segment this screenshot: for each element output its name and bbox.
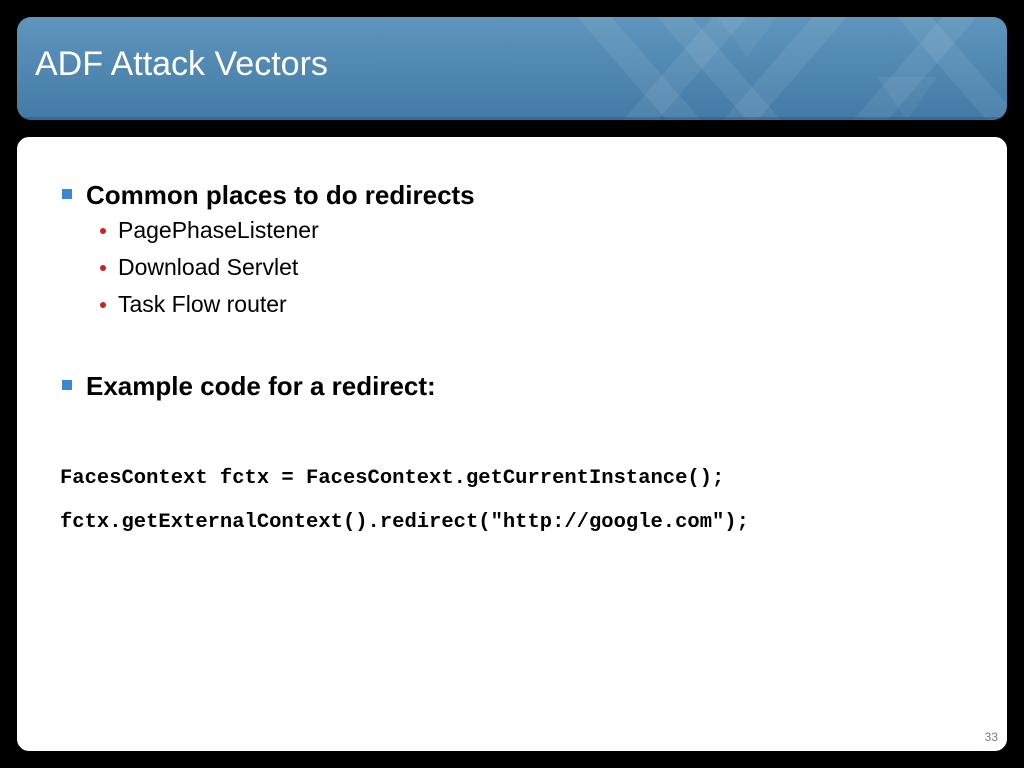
code-line-2: fctx.getExternalContext().redirect("http… (60, 511, 749, 534)
bullet-example-code: Example code for a redirect: (62, 371, 436, 402)
title-background-pattern (577, 17, 1007, 120)
sub-bullet-text: PagePhaseListener (118, 217, 319, 243)
page-number: 33 (984, 730, 998, 744)
sub-bullet-text: Task Flow router (118, 291, 287, 317)
dot-bullet-icon (100, 228, 106, 234)
sub-bullet-pagephaselistener: PagePhaseListener (100, 217, 319, 243)
square-bullet-icon (62, 189, 72, 199)
code-line-1: FacesContext fctx = FacesContext.getCurr… (60, 467, 725, 490)
bullet-text: Example code for a redirect: (86, 371, 436, 401)
sub-bullet-text: Download Servlet (118, 254, 299, 280)
bullet-common-places: Common places to do redirects (62, 180, 475, 211)
square-bullet-icon (62, 380, 72, 390)
dot-bullet-icon (100, 265, 106, 271)
sub-bullet-download-servlet: Download Servlet (100, 254, 298, 280)
dot-bullet-icon (100, 302, 106, 308)
slide-content: Common places to do redirects PagePhaseL… (17, 137, 1007, 751)
slide-title: ADF Attack Vectors (35, 45, 328, 83)
title-bar-edge (17, 117, 1007, 120)
title-bar: ADF Attack Vectors (17, 17, 1007, 120)
bullet-text: Common places to do redirects (86, 180, 475, 210)
sub-bullet-task-flow-router: Task Flow router (100, 291, 287, 317)
